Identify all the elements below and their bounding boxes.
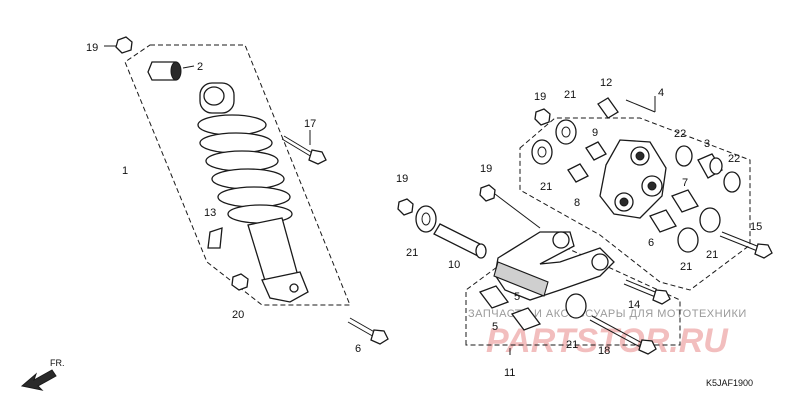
callout-19: 19	[86, 42, 98, 54]
callout-20: 20	[232, 309, 244, 321]
cushion-arm-4	[599, 139, 667, 219]
callout-19-center: 19	[480, 163, 492, 175]
front-marker: FR.	[50, 358, 65, 368]
callout-13: 13	[204, 207, 216, 219]
collar-21-left	[415, 205, 437, 233]
callout-17: 17	[304, 118, 316, 130]
pin-8	[567, 163, 589, 183]
collar-21-right	[699, 207, 721, 233]
callout-1: 1	[122, 165, 128, 177]
bushing-3	[697, 153, 723, 179]
bolt-18	[589, 315, 657, 355]
pin-9	[585, 141, 607, 161]
leader-lines	[509, 96, 656, 355]
callout-21-lower-right: 21	[680, 261, 692, 273]
callout-labels: 19 2 1 17 13 20 6 19 21 10 19 19 21 21 1…	[86, 42, 762, 388]
bushing-5-upper	[478, 285, 510, 309]
callout-11: 11	[504, 367, 515, 379]
nut-19-left	[397, 198, 414, 216]
callout-8: 8	[574, 197, 580, 209]
callout-22-a: 22	[674, 128, 686, 140]
bushing-7	[671, 189, 699, 213]
shock-absorber	[197, 82, 309, 303]
callout-2: 2	[197, 61, 203, 73]
nut-19-upper	[534, 108, 551, 126]
collar-21-bottom	[565, 293, 587, 319]
link-11	[493, 231, 615, 301]
callout-21-left: 21	[406, 247, 418, 259]
pipe-10	[433, 223, 487, 259]
diagram-code: K5JAF1900	[706, 378, 753, 388]
callout-4: 4	[658, 87, 664, 99]
callout-6-right: 6	[648, 237, 654, 249]
bolt-15	[719, 231, 773, 259]
callout-19-upper: 19	[534, 91, 546, 103]
callout-19-left: 19	[396, 173, 408, 185]
nut-19-center	[479, 184, 541, 229]
callout-9: 9	[592, 127, 598, 139]
pin-12	[597, 97, 619, 119]
callout-5-lower: 5	[492, 321, 498, 333]
front-direction-arrow: FR.	[20, 358, 65, 391]
callout-14: 14	[628, 299, 640, 311]
nut-20	[231, 273, 249, 291]
callout-5-upper: 5	[514, 291, 520, 303]
callout-12: 12	[600, 77, 612, 89]
callout-21-upper: 21	[564, 89, 576, 101]
label-13	[207, 227, 223, 249]
callout-15: 15	[750, 221, 762, 233]
seal-22-a	[675, 145, 693, 167]
callout-7: 7	[682, 177, 688, 189]
bushing-6-right	[649, 209, 677, 233]
callout-6: 6	[355, 343, 361, 355]
collar-21-lower-right	[677, 227, 699, 253]
callout-3: 3	[704, 138, 710, 150]
seal-22-b	[723, 171, 741, 193]
bushing-2	[147, 61, 195, 81]
callout-22-b: 22	[728, 153, 740, 165]
callout-10: 10	[448, 259, 460, 271]
link-assembly-boundary-4	[519, 117, 751, 291]
bushing-5-lower	[510, 307, 542, 331]
bolt-17	[281, 130, 327, 165]
callout-21-mid: 21	[540, 181, 552, 193]
bolt-14	[623, 279, 671, 305]
spring-coils	[197, 114, 293, 224]
bolt-6-left	[347, 317, 389, 345]
collar-21-upper	[555, 119, 577, 145]
callout-21-right: 21	[706, 249, 718, 261]
watermark-tagline: ЗАПЧАСТИ И АКСЕССУАРЫ ДЛЯ МОТОТЕХНИКИ	[468, 308, 747, 320]
nut-19-top-left	[104, 36, 133, 54]
collar-21-mid	[531, 139, 553, 165]
callout-21-bottom: 21	[566, 339, 578, 351]
callout-18: 18	[598, 345, 610, 357]
